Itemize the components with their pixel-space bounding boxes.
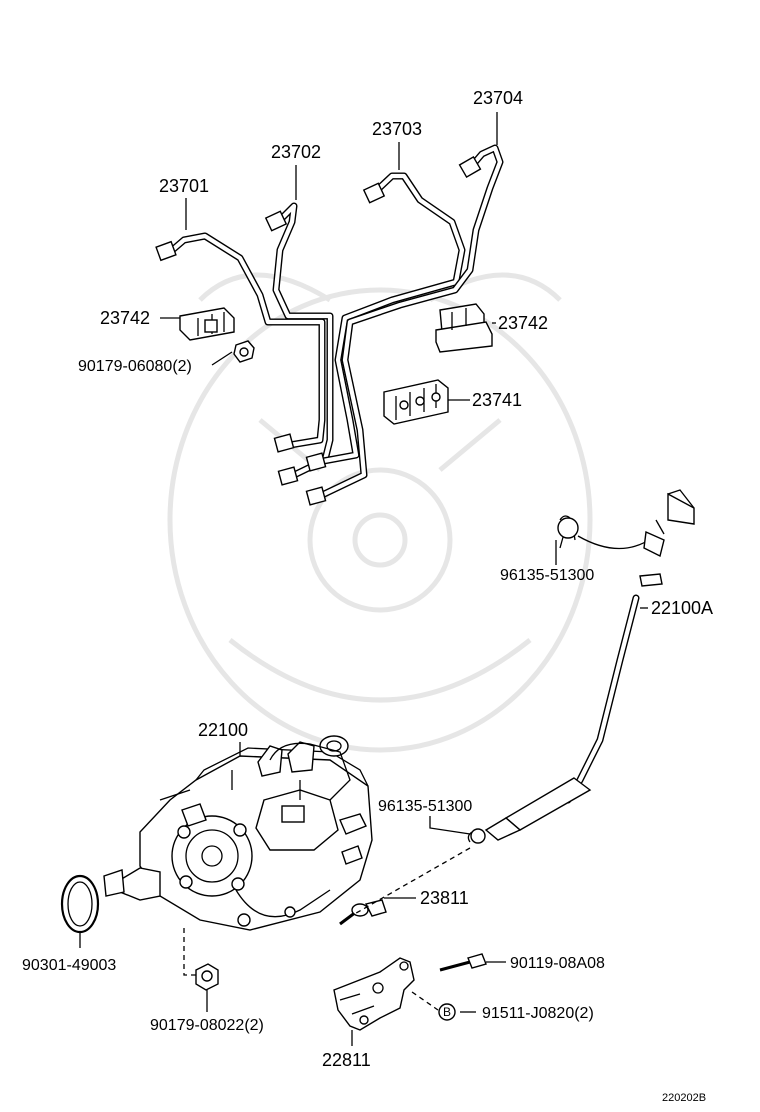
label-23811: 23811: [420, 888, 469, 908]
label-96135-51300-top: 96135-51300: [500, 567, 594, 584]
accelerator-linkage: [467, 489, 695, 844]
label-23701: 23701: [159, 176, 209, 196]
bracket-22811: [333, 957, 415, 1031]
label-23702: 23702: [271, 142, 321, 162]
nut-90179-08022: [195, 963, 219, 991]
label-90301-49003: 90301-49003: [22, 957, 116, 974]
callout-b-marker: B: [443, 1005, 451, 1019]
callout-b-circle: [438, 1003, 456, 1021]
pipe-nuts: [155, 155, 482, 506]
label-23742-right: 23742: [498, 313, 548, 333]
label-22811: 22811: [322, 1050, 371, 1070]
label-90119-08A08: 90119-08A08: [510, 955, 605, 972]
label-96135-51300-mid: 96135-51300: [378, 798, 472, 815]
label-22100A: 22100A: [651, 598, 713, 618]
bolt-90119-08A08: [439, 953, 487, 972]
nut-90179-06080: [233, 340, 255, 363]
leader-lines: [79, 112, 648, 1046]
label-23704: 23704: [473, 88, 523, 108]
label-23741: 23741: [472, 390, 522, 410]
label-23742-left: 23742: [100, 308, 150, 328]
label-91511-J0820: 91511-J0820(2): [482, 1005, 594, 1022]
label-90179-08022: 90179-08022(2): [150, 1017, 264, 1034]
label-22100: 22100: [198, 720, 248, 740]
figure-code: 220202B: [662, 1092, 706, 1104]
injection-pipes: [166, 144, 504, 500]
clamp-23741: [383, 379, 449, 425]
o-ring-90301-49003: [60, 874, 100, 934]
injection-pump-22100: [103, 735, 373, 931]
label-90179-06080: 90179-06080(2): [78, 358, 192, 375]
watermark: [167, 272, 593, 753]
clamp-23742-right: [435, 303, 493, 353]
part-labels: 23701 23702 23703 23704 23742 90179-0608…: [22, 88, 713, 1104]
clamp-23742-left: [179, 307, 235, 341]
label-23703: 23703: [372, 119, 422, 139]
link-23811: [339, 899, 387, 926]
